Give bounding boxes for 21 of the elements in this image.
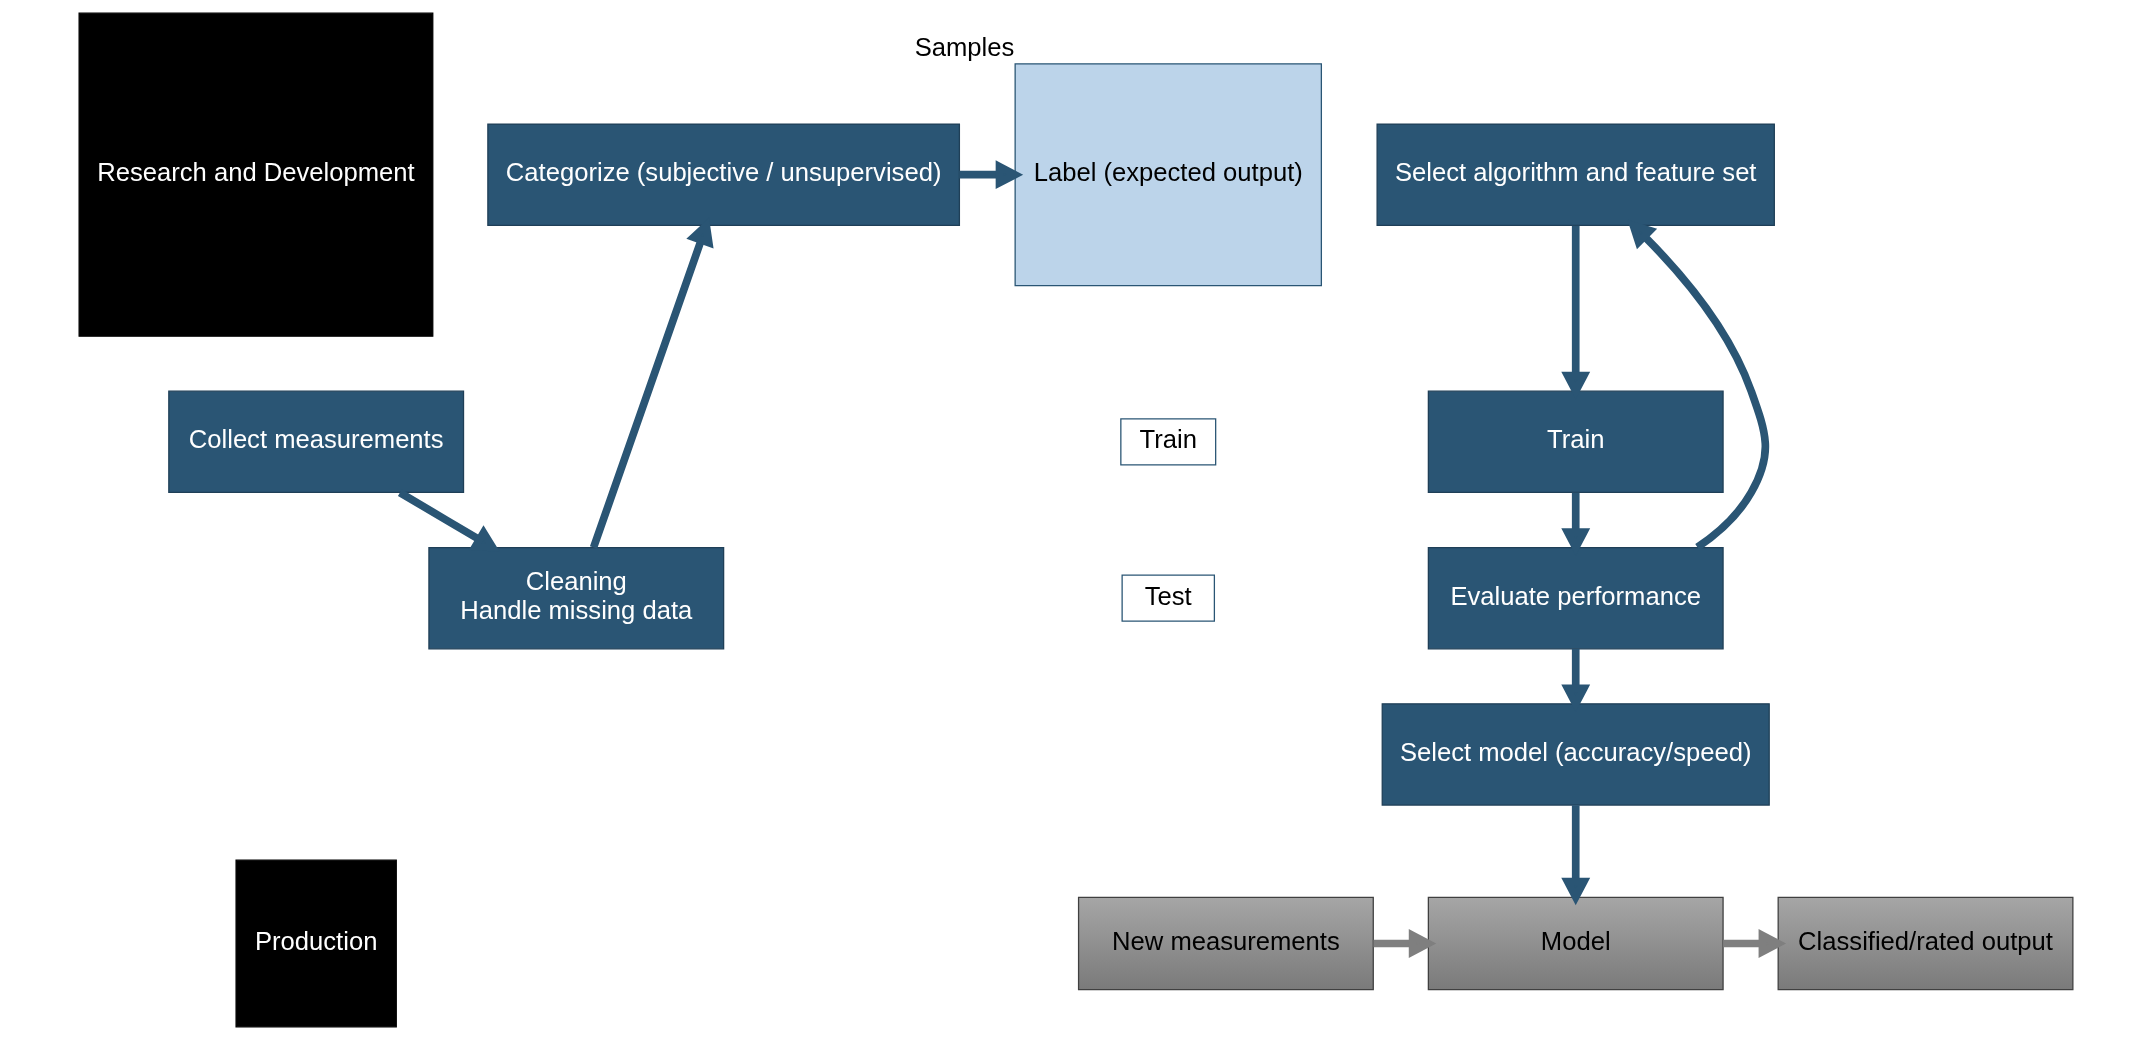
arrow (397, 489, 500, 552)
node-box: Select model (accuracy/speed) (1381, 703, 1770, 806)
arrow (1373, 929, 1437, 958)
node-box: Research and Development (78, 12, 434, 337)
node-box: Cleaning Handle missing data (428, 546, 725, 650)
node-box: Test (1121, 574, 1216, 622)
node-box: Model (1427, 896, 1724, 991)
node-box: Production (235, 859, 397, 1028)
arrow (959, 160, 1024, 190)
arrow (1561, 805, 1591, 906)
node-box: Evaluate performance (1427, 546, 1724, 650)
arrow (1723, 929, 1787, 958)
node-box: New measurements (1077, 896, 1374, 991)
node-box: Train (1427, 390, 1724, 494)
node-box: Train (1120, 418, 1217, 466)
node-box: Classified/rated output (1777, 896, 2074, 991)
node-label: Samples (914, 33, 1015, 62)
node-box: Categorize (subjective / unsupervised) (487, 123, 961, 226)
node-box: Collect measurements (168, 390, 465, 494)
node-box: Select algorithm and feature set (1376, 123, 1775, 226)
node-box: Label (expected output) (1014, 63, 1322, 287)
